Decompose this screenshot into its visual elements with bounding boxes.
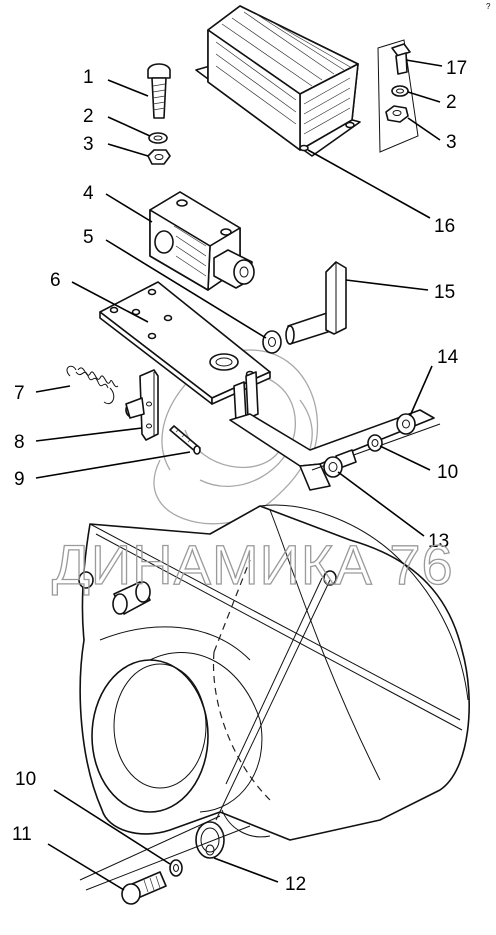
washer-10-lower (169, 859, 183, 877)
callout-5: 5 (83, 227, 94, 248)
callout-3-right: 3 (446, 132, 457, 153)
leader-lines (35, 59, 443, 891)
callout-6: 6 (50, 270, 61, 291)
callout-10-lower: 10 (15, 769, 36, 790)
corner-mark: ? (486, 2, 491, 11)
bolt-11 (121, 871, 167, 905)
callout-3-left: 3 (83, 134, 94, 155)
callout-8: 8 (14, 432, 25, 453)
fastener-set-right (377, 39, 419, 153)
callout-10-upper: 10 (437, 462, 458, 483)
bracket-8 (125, 369, 159, 441)
engine-housing (78, 504, 470, 841)
callout-4: 4 (83, 183, 94, 204)
callout-13: 13 (428, 531, 449, 552)
callout-17: 17 (446, 58, 467, 79)
spring-7 (66, 365, 119, 404)
washer-5 (262, 330, 282, 354)
gear-12 (195, 821, 225, 859)
lever-15 (285, 261, 347, 345)
callout-11: 11 (12, 824, 32, 845)
bolt-13 (323, 449, 357, 478)
relay-box (195, 5, 361, 157)
callout-12: 12 (285, 874, 306, 895)
callout-2-left: 2 (83, 106, 94, 127)
pin-9 (169, 425, 201, 455)
callout-1: 1 (83, 67, 94, 88)
lower-strap (79, 815, 251, 891)
mounting-plate (99, 281, 271, 423)
callout-labels: 1 2 3 4 5 6 7 8 9 10 10 11 12 13 14 15 1… (12, 58, 467, 895)
washer-14 (396, 413, 416, 435)
callout-16: 16 (434, 216, 455, 237)
callout-7: 7 (14, 383, 25, 404)
solenoid (149, 191, 255, 291)
washer-10-upper (367, 434, 383, 452)
callout-2-right: 2 (446, 92, 457, 113)
fastener-set-left (147, 63, 171, 165)
watermark-text: ДИНАМИКА 76 (52, 533, 454, 596)
callout-9: 9 (14, 469, 25, 490)
callout-14: 14 (437, 347, 459, 368)
callout-15: 15 (434, 282, 455, 303)
